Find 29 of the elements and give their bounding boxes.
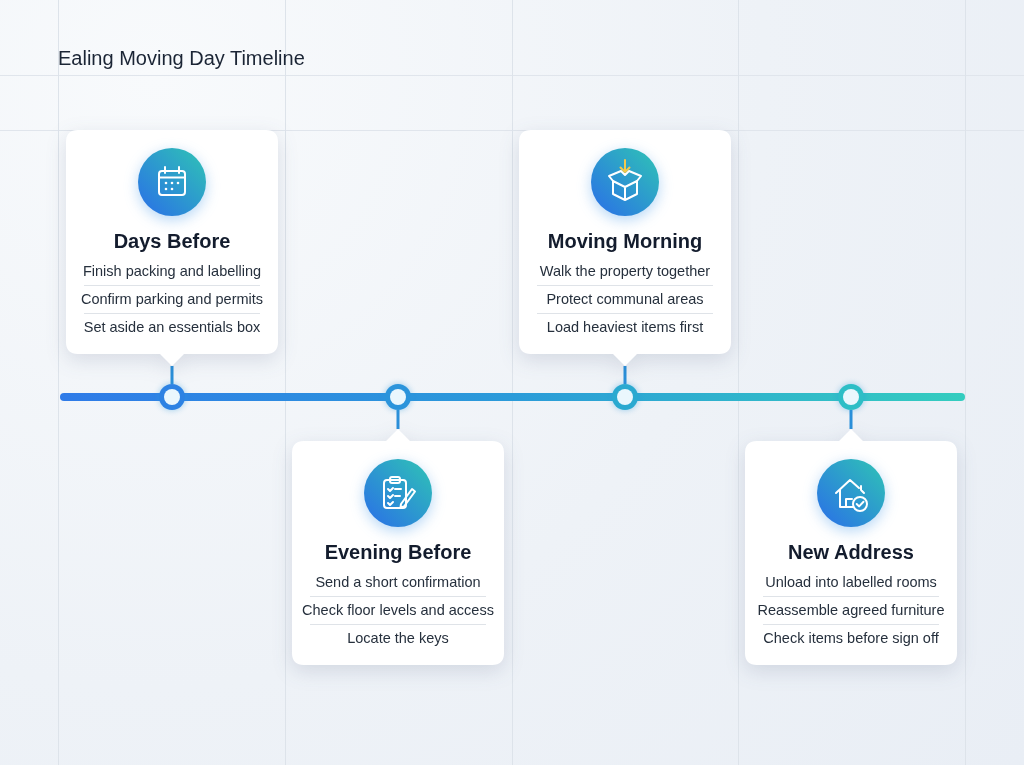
title: Ealing Moving Day Timeline [58, 46, 305, 71]
checklist-item: Set aside an essentials box [83, 318, 261, 337]
timeline-dot [385, 384, 411, 410]
checklist-item: Unload into labelled rooms [765, 573, 937, 592]
timeline-dot [612, 384, 638, 410]
timeline-dot [159, 384, 185, 410]
timeline-card [519, 130, 731, 366]
checklist-item: Check floor levels and access [302, 601, 494, 620]
card-heading: New Address [788, 540, 914, 564]
checklist-item: Load heaviest items first [546, 318, 704, 337]
connector-line [396, 410, 400, 429]
connector-line [623, 366, 627, 384]
checklist-item: Reassemble agreed furniture [757, 601, 945, 620]
checklist-item: Check items before sign off [763, 629, 939, 648]
timeline-card [745, 429, 957, 665]
timeline-card [292, 429, 504, 665]
checklist-item: Finish packing and labelling [82, 262, 262, 281]
connector-line [849, 410, 853, 429]
card-heading: Days Before [113, 229, 231, 253]
checklist-item: Locate the keys [347, 629, 449, 648]
checklist-item: Confirm parking and permits [80, 290, 264, 309]
timeline-dot [838, 384, 864, 410]
timeline-card [66, 130, 278, 366]
checklist-item: Walk the property together [539, 262, 711, 281]
checklist-item: Send a short confirmation [315, 573, 481, 592]
card-heading: Evening Before [324, 540, 472, 564]
checklist-item: Protect communal areas [546, 290, 704, 309]
connector-line [170, 366, 174, 384]
card-heading: Moving Morning [547, 229, 703, 253]
